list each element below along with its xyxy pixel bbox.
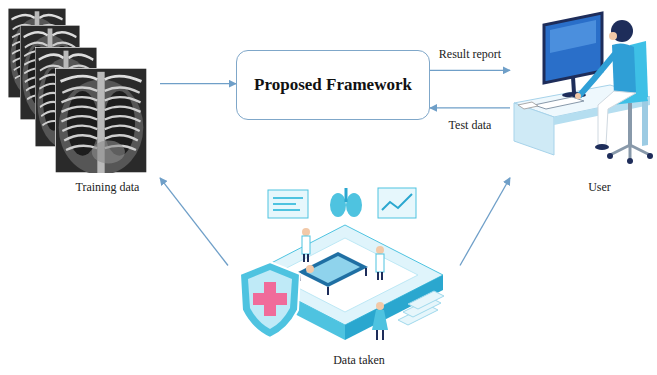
figure-caption: User xyxy=(588,180,611,194)
caption-area: User xyxy=(510,177,653,195)
arrow-connector xyxy=(160,83,236,84)
illustration-group: Data taken xyxy=(228,180,460,370)
edge-label: Result report xyxy=(437,47,503,61)
edge-label: Test data xyxy=(447,118,494,132)
figure-caption: Training data xyxy=(76,180,140,194)
process-box: Proposed Framework xyxy=(236,50,430,120)
figure-caption: Data taken xyxy=(333,353,385,367)
arrow-connector xyxy=(160,178,228,266)
arrow-connector xyxy=(430,70,510,71)
arrow-connector xyxy=(430,107,510,108)
illustration-group: Training data xyxy=(5,5,160,197)
caption-area: Training data xyxy=(5,177,160,195)
caption-area: Data taken xyxy=(228,350,460,368)
box-title: Proposed Framework xyxy=(254,75,412,95)
arrow-connector xyxy=(460,178,510,266)
illustration-group: User xyxy=(510,5,653,197)
